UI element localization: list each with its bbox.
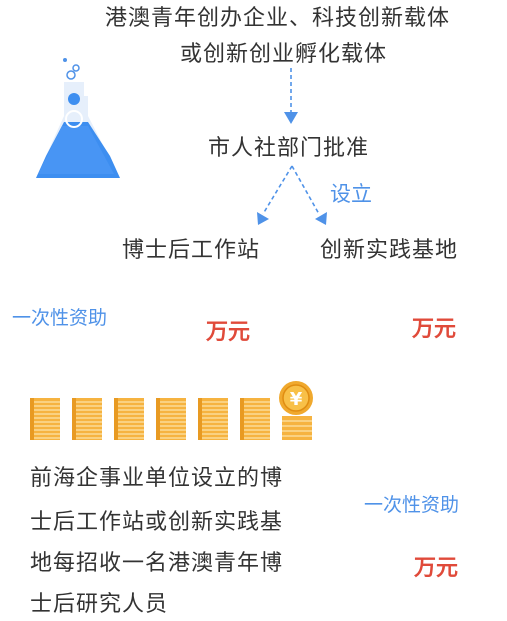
arrow-down-icon xyxy=(284,68,298,124)
left-subsidy-amount: 万元 xyxy=(206,320,251,345)
right-subsidy-amount: 万元 xyxy=(412,317,457,342)
approval-node: 市人社部门批准 xyxy=(208,136,370,161)
diverging-arrows-icon xyxy=(257,165,327,225)
header-line-2: 或创新创业孵化载体 xyxy=(180,42,388,67)
header-line-1: 港澳青年创办企业、科技创新载体 xyxy=(105,6,451,31)
branch-innovation-base: 创新实践基地 xyxy=(320,238,459,263)
paragraph-line-3: 地每招收一名港澳青年博 xyxy=(30,551,284,576)
paragraph-line-1: 前海企事业单位设立的博 xyxy=(30,466,284,491)
svg-text:¥: ¥ xyxy=(290,389,303,410)
paragraph-line-2: 士后工作站或创新实践基 xyxy=(30,510,284,535)
coin-stacks-icon: ¥ xyxy=(29,381,313,441)
branch-postdoc-workstation: 博士后工作站 xyxy=(122,238,261,263)
bottom-subsidy-label: 一次性资助 xyxy=(364,494,460,516)
paragraph-line-4: 士后研究人员 xyxy=(30,592,169,617)
subsidy-label: 一次性资助 xyxy=(12,307,108,329)
flask-icon xyxy=(36,58,120,178)
bottom-subsidy-amount: 万元 xyxy=(414,556,459,581)
establish-label: 设立 xyxy=(330,182,372,206)
